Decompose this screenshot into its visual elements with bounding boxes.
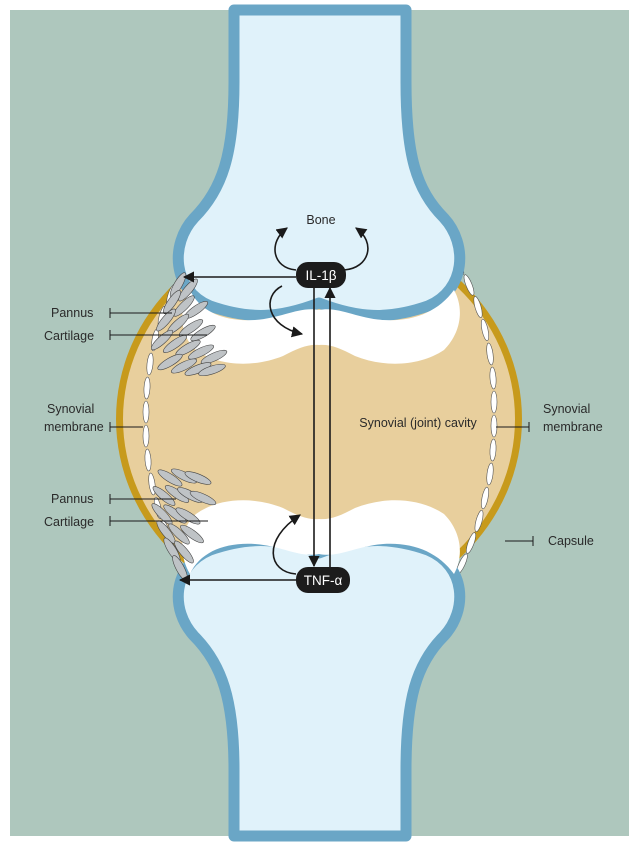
cartilage-top-label: Cartilage — [44, 329, 94, 343]
synovial-left-label-2: membrane — [44, 420, 104, 434]
pannus-top-label: Pannus — [51, 306, 93, 320]
synovial-right-label-1: Synovial — [543, 402, 590, 416]
bone-label: Bone — [306, 213, 335, 227]
il1b-label: IL-1β — [305, 268, 336, 283]
capsule-label: Capsule — [548, 534, 594, 548]
pannus-bottom-label: Pannus — [51, 492, 93, 506]
cavity-label: Synovial (joint) cavity — [359, 416, 477, 430]
cartilage-bottom-label: Cartilage — [44, 515, 94, 529]
tnfa-label: TNF-α — [304, 573, 343, 588]
synovial-right-label-2: membrane — [543, 420, 603, 434]
synovial-left-label-1: Synovial — [47, 402, 94, 416]
